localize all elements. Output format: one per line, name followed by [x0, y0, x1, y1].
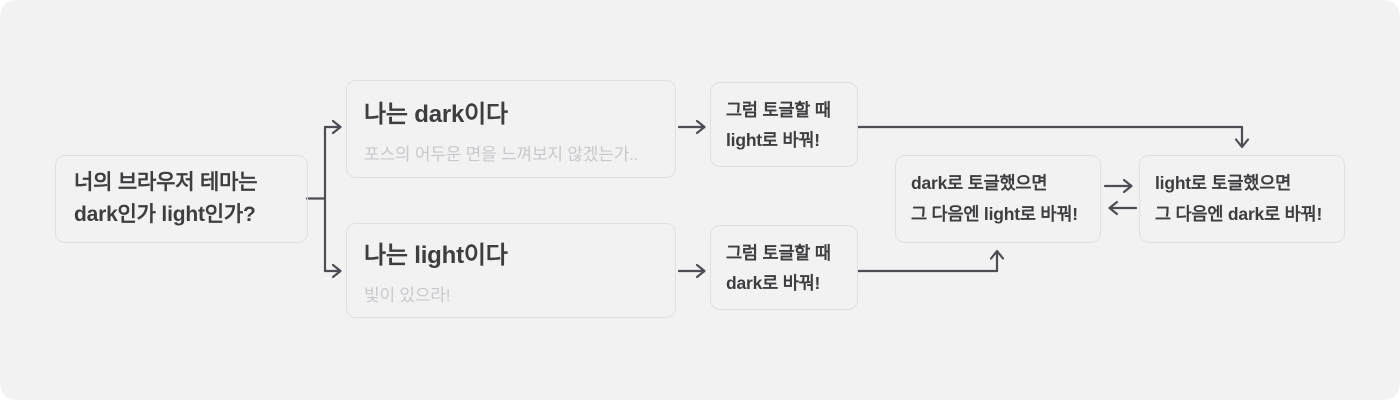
after-dark-toggle-line2: 그 다음엔 light로 바꿔!: [911, 204, 1078, 224]
toggle-to-dark-line1: 그럼 토글할 때: [726, 242, 831, 263]
toggle-to-light-line2: light로 바꿔!: [726, 129, 820, 150]
arrow-to-light-answer: [323, 263, 342, 279]
question-line2: dark인가 light인가?: [74, 203, 256, 226]
branch-connector-line: [305, 125, 327, 273]
arrow-dark-to-toggle: [677, 119, 706, 135]
after-light-toggle-line1: light로 토글했으면: [1155, 173, 1291, 193]
question-node: 너의 브라우저 테마는 dark인가 light인가?: [55, 155, 308, 243]
toggle-to-light-node: 그럼 토글할 때 light로 바꿔!: [710, 82, 858, 167]
dark-answer-title: 나는 dark이다: [364, 100, 508, 128]
arrow-afterlight-to-afterdark: [1108, 200, 1138, 216]
question-line1: 너의 브라우저 테마는: [74, 171, 258, 194]
light-answer-title: 나는 light이다: [364, 242, 508, 269]
toggle-to-light-line1: 그럼 토글할 때: [726, 99, 831, 120]
arrow-afterdark-to-afterlight: [1103, 178, 1133, 194]
arrow-light-to-toggle: [677, 263, 706, 279]
after-light-toggle-node: light로 토글했으면 그 다음엔 dark로 바꿔!: [1139, 155, 1345, 243]
toggle-to-dark-node: 그럼 토글할 때 dark로 바꿔!: [710, 225, 858, 310]
dark-answer-subtitle: 포스의 어두운 면을 느껴보지 않겠는가..: [364, 144, 639, 164]
arrow-togglelight-to-afterlight: [856, 125, 1250, 149]
light-answer-subtitle: 빛이 있으라!: [364, 286, 451, 305]
after-light-toggle-line2: 그 다음엔 dark로 바꿔!: [1155, 204, 1323, 224]
arrow-toggledark-to-afterdark: [856, 249, 1005, 273]
light-answer-node: 나는 light이다 빛이 있으라!: [346, 223, 676, 318]
after-dark-toggle-line1: dark로 토글했으면: [911, 173, 1048, 193]
after-dark-toggle-node: dark로 토글했으면 그 다음엔 light로 바꿔!: [895, 155, 1101, 243]
toggle-to-dark-line2: dark로 바꿔!: [726, 272, 821, 293]
dark-answer-node: 나는 dark이다 포스의 어두운 면을 느껴보지 않겠는가..: [346, 80, 676, 178]
arrow-to-dark-answer: [323, 119, 342, 135]
